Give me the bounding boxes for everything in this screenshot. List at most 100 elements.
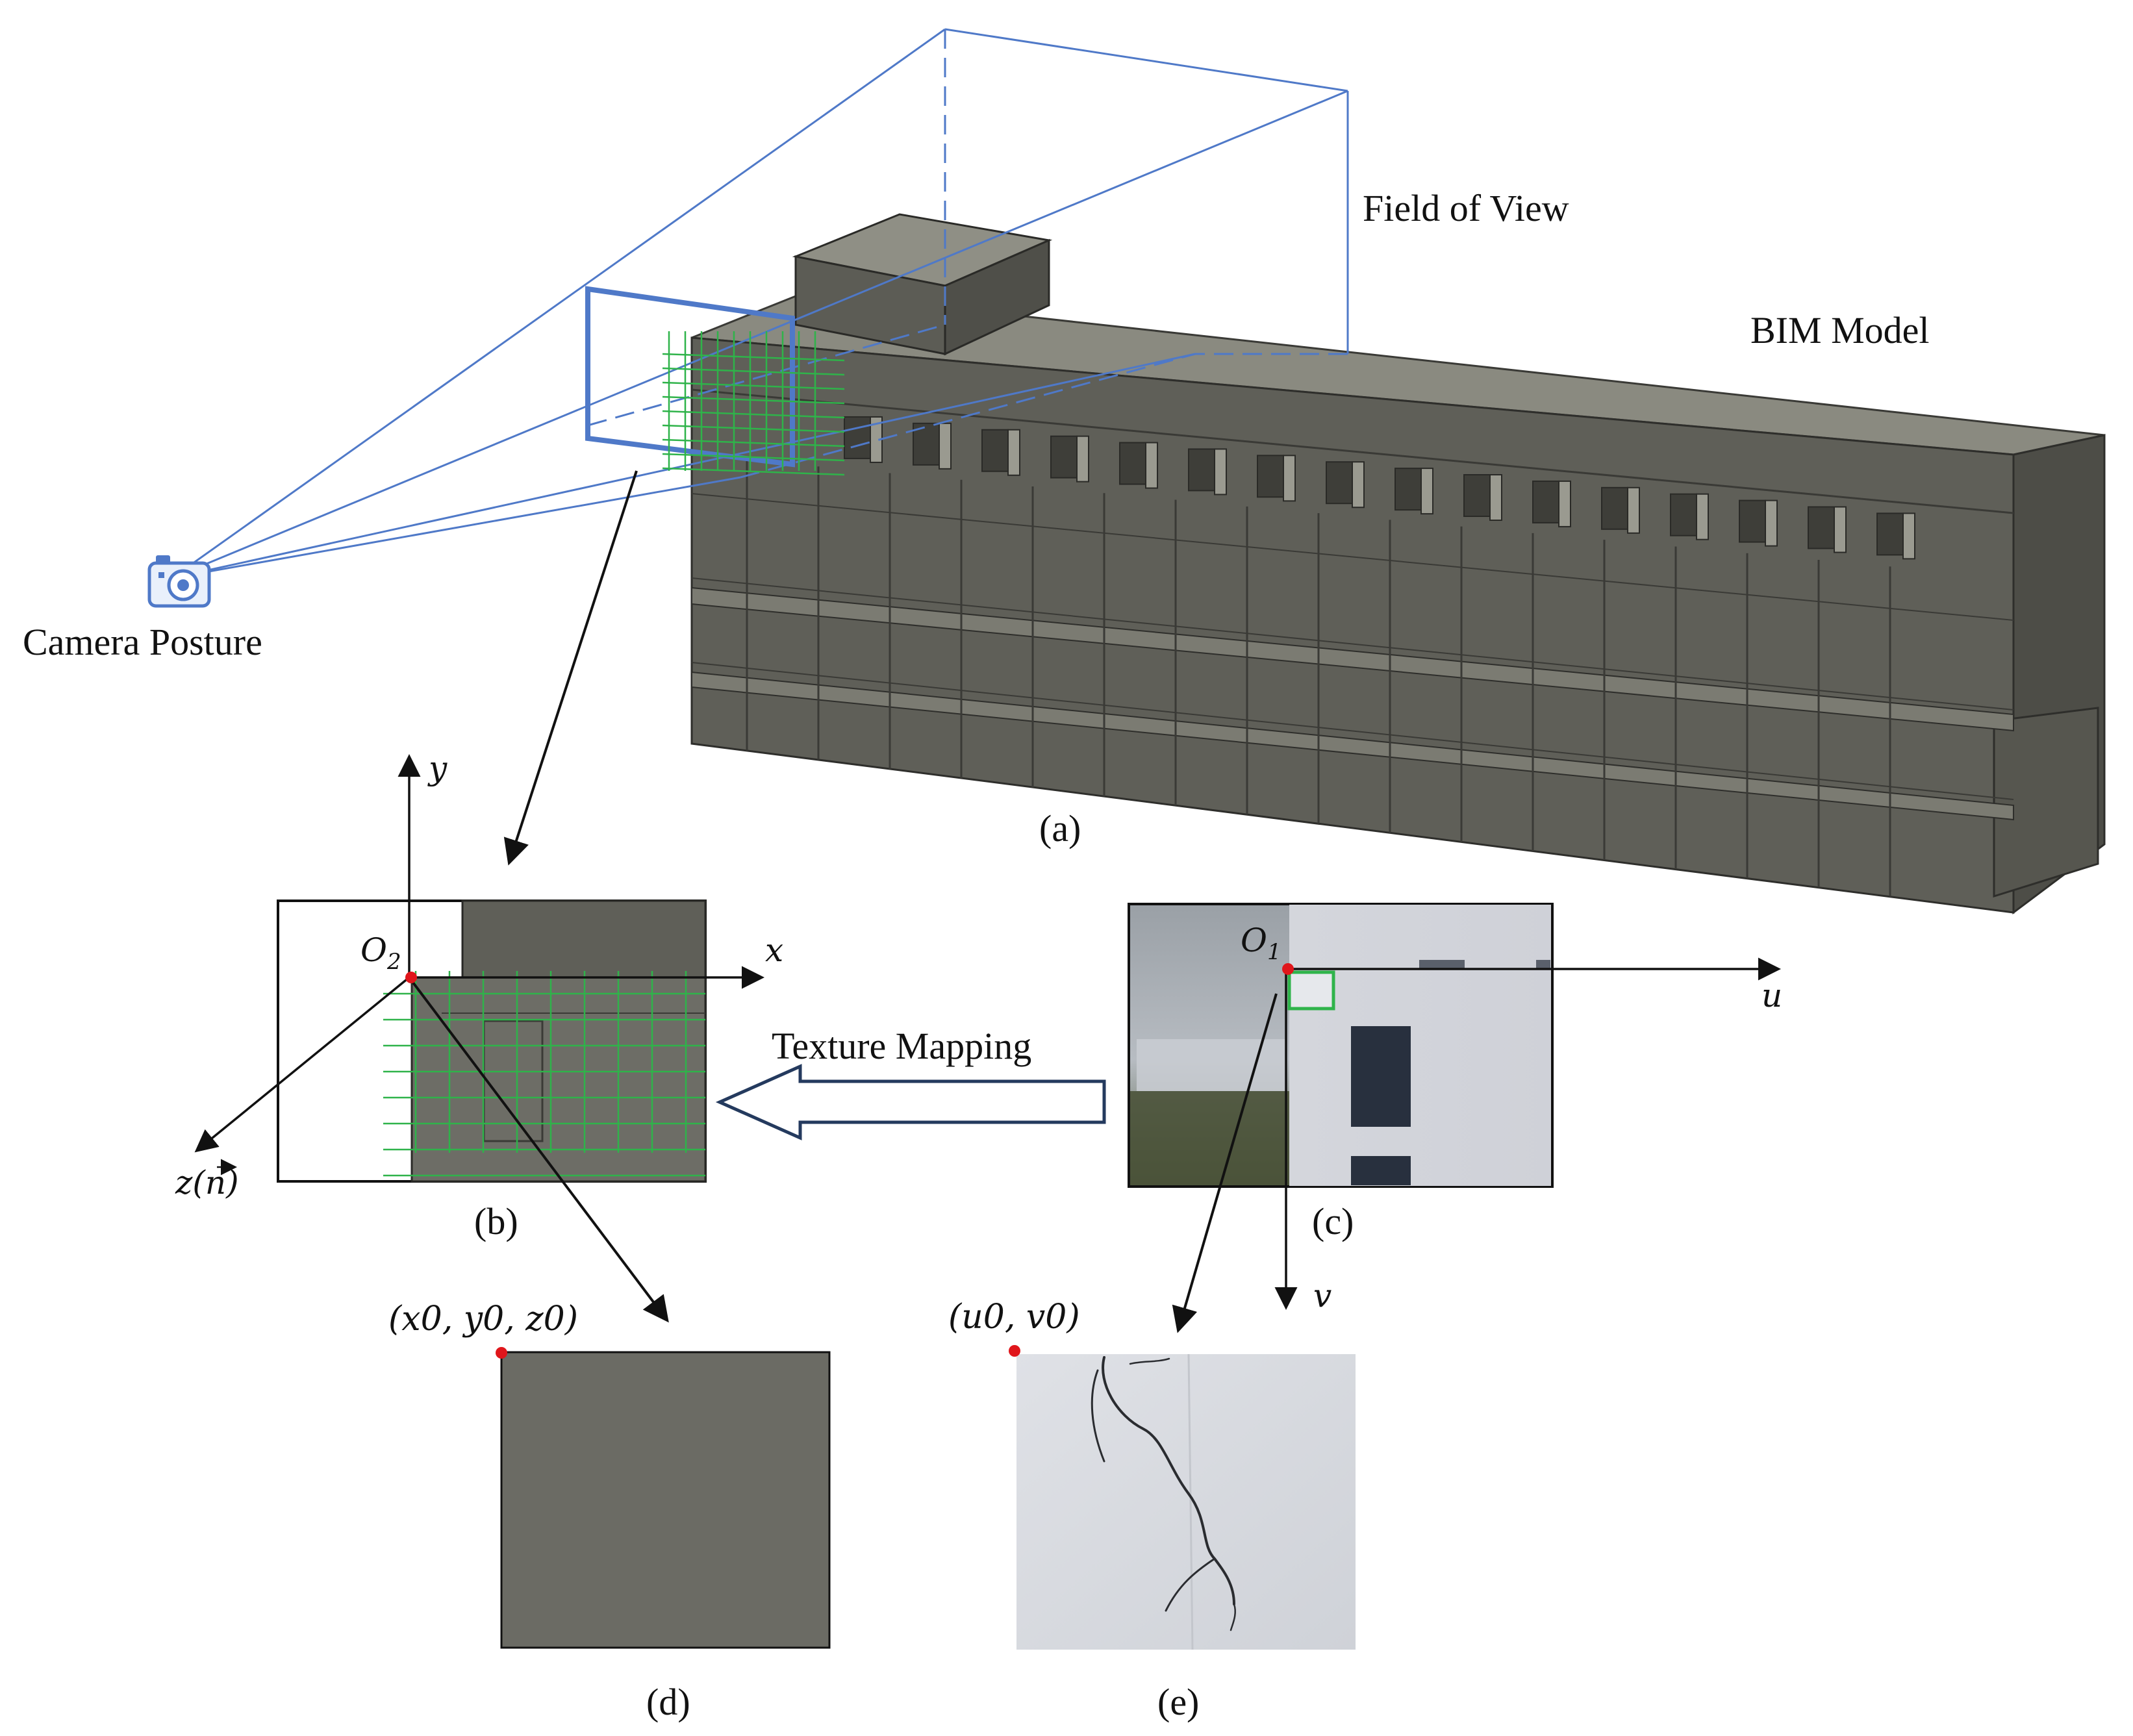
crack-branch-1 [1091,1369,1105,1463]
bim-pier [1489,474,1502,522]
zoom-arrow-to-b [503,470,638,866]
near-plane-rect [585,286,795,468]
origin-c-point [1282,963,1294,975]
bim-window [844,416,871,459]
arrow-b-to-d [408,976,669,1323]
bim-model-label: BIM Model [1750,309,1930,351]
bim-pier [1558,480,1571,527]
panel-tag-c: (c) [1312,1200,1354,1242]
bim-window [1463,474,1491,518]
bim-window [1395,468,1422,511]
grid-a-horizontal [662,467,845,476]
bim-pier [1696,493,1709,540]
panel-e: (u0, v0) (e) [948,1298,1356,1723]
bim-pier [939,422,952,470]
grid-a-horizontal [662,367,845,376]
e-point [1009,1345,1020,1357]
panel-e-seam [1187,1353,1194,1650]
camera-icon [147,555,211,608]
field-of-view-label: Field of View [1363,187,1569,229]
d-point-label: (x0, y0, z0) [388,1300,578,1339]
axis-c-v-label: v [1313,1277,1332,1315]
bim-model-panel [690,213,2106,914]
axis-b-z-letter: z [175,1164,193,1201]
axis-b-z-label: z(n) [175,1159,239,1201]
axis-b-normal-vector: n [205,1164,226,1201]
bim-annex [1993,707,2099,898]
origin-b-letter: O [360,931,387,969]
e-point-label: (u0, v0) [948,1298,1080,1337]
crack-lines [1091,1356,1236,1631]
photo-window [1351,1026,1411,1127]
crack-branch-4 [1230,1603,1236,1631]
origin-c-subscript: 1 [1267,939,1281,965]
bim-parapet-line [691,388,2014,514]
bim-floor-band-1 [691,586,2014,732]
frustum-ray [171,28,946,579]
bim-window [1808,506,1835,549]
bim-window [1670,493,1697,536]
bim-window [1257,455,1284,498]
bim-mullions [691,459,2014,897]
crack-branch-2 [1165,1557,1216,1612]
origin-c-label: O1 [1241,922,1281,965]
photo-crop-box [1287,970,1335,1011]
panel-b-wall [410,976,707,1183]
photo-wall [1289,905,1551,1186]
frustum-ray [171,90,1348,579]
bim-window [1739,499,1766,543]
origin-b-point [405,972,417,983]
axis-b-y-label: y [427,749,448,787]
bim-window-row [844,416,1915,560]
bim-pier [1352,461,1365,509]
grid-a-horizontal [662,410,845,419]
panel-e-patch [1016,1354,1356,1650]
photo-distant-buildings [1137,1039,1286,1091]
bim-window [1119,442,1146,485]
far-plane-edge [944,28,1348,92]
grid-a-horizontal [662,453,845,462]
bim-pier [1627,486,1640,534]
frustum-ray [171,476,741,579]
grid-a-horizontal [662,353,845,362]
origin-c-letter: O [1241,922,1267,959]
svg-text:z(n): z(n) [175,1164,239,1201]
panel-tag-e: (e) [1157,1681,1199,1723]
d-point [496,1347,507,1359]
axis-b-x-label: x [765,931,783,969]
bim-pier [1834,506,1847,553]
grid-a-horizontal [662,438,845,447]
panel-b-roof-block [461,899,707,979]
photo-top-mark-2 [1536,960,1550,969]
texture-mapping-label: Texture Mapping [772,1025,1031,1067]
crack-main [1102,1356,1235,1605]
camera-posture-label: Camera Posture [23,621,262,663]
far-plane-edge [740,353,1196,479]
axis-b-z [194,976,410,1153]
panel-d: (x0, y0, z0) (d) [388,1300,831,1723]
bim-pier [1214,448,1227,496]
bim-window [1188,448,1215,492]
field-of-view-frustum [171,28,1349,579]
bim-pier [1076,435,1089,483]
arrow-c-to-e [1172,993,1278,1333]
bim-pier [1902,512,1915,560]
bim-window [1326,461,1353,505]
crack-branch-3 [1129,1357,1170,1365]
panel-tag-b: (b) [474,1200,518,1242]
bim-panel-line [691,662,2014,800]
texture-mapping-arrow: Texture Mapping [715,1025,1106,1140]
panel-tag-d: (d) [646,1681,690,1723]
axis-b-z-paren-close: ) [225,1164,239,1201]
bim-panel-line [691,493,2014,621]
frustum-ray [171,353,1196,579]
axis-b-z-paren-open: ( [192,1164,206,1201]
axis-c-u-label: u [1761,977,1782,1014]
origin-b-label: O2 [360,931,401,975]
photo-foliage [1130,1091,1293,1185]
bim-pier [1283,455,1296,502]
facade-grid-a [662,331,845,476]
hollow-arrow [715,1064,1106,1140]
bim-panel-line [691,577,2014,711]
